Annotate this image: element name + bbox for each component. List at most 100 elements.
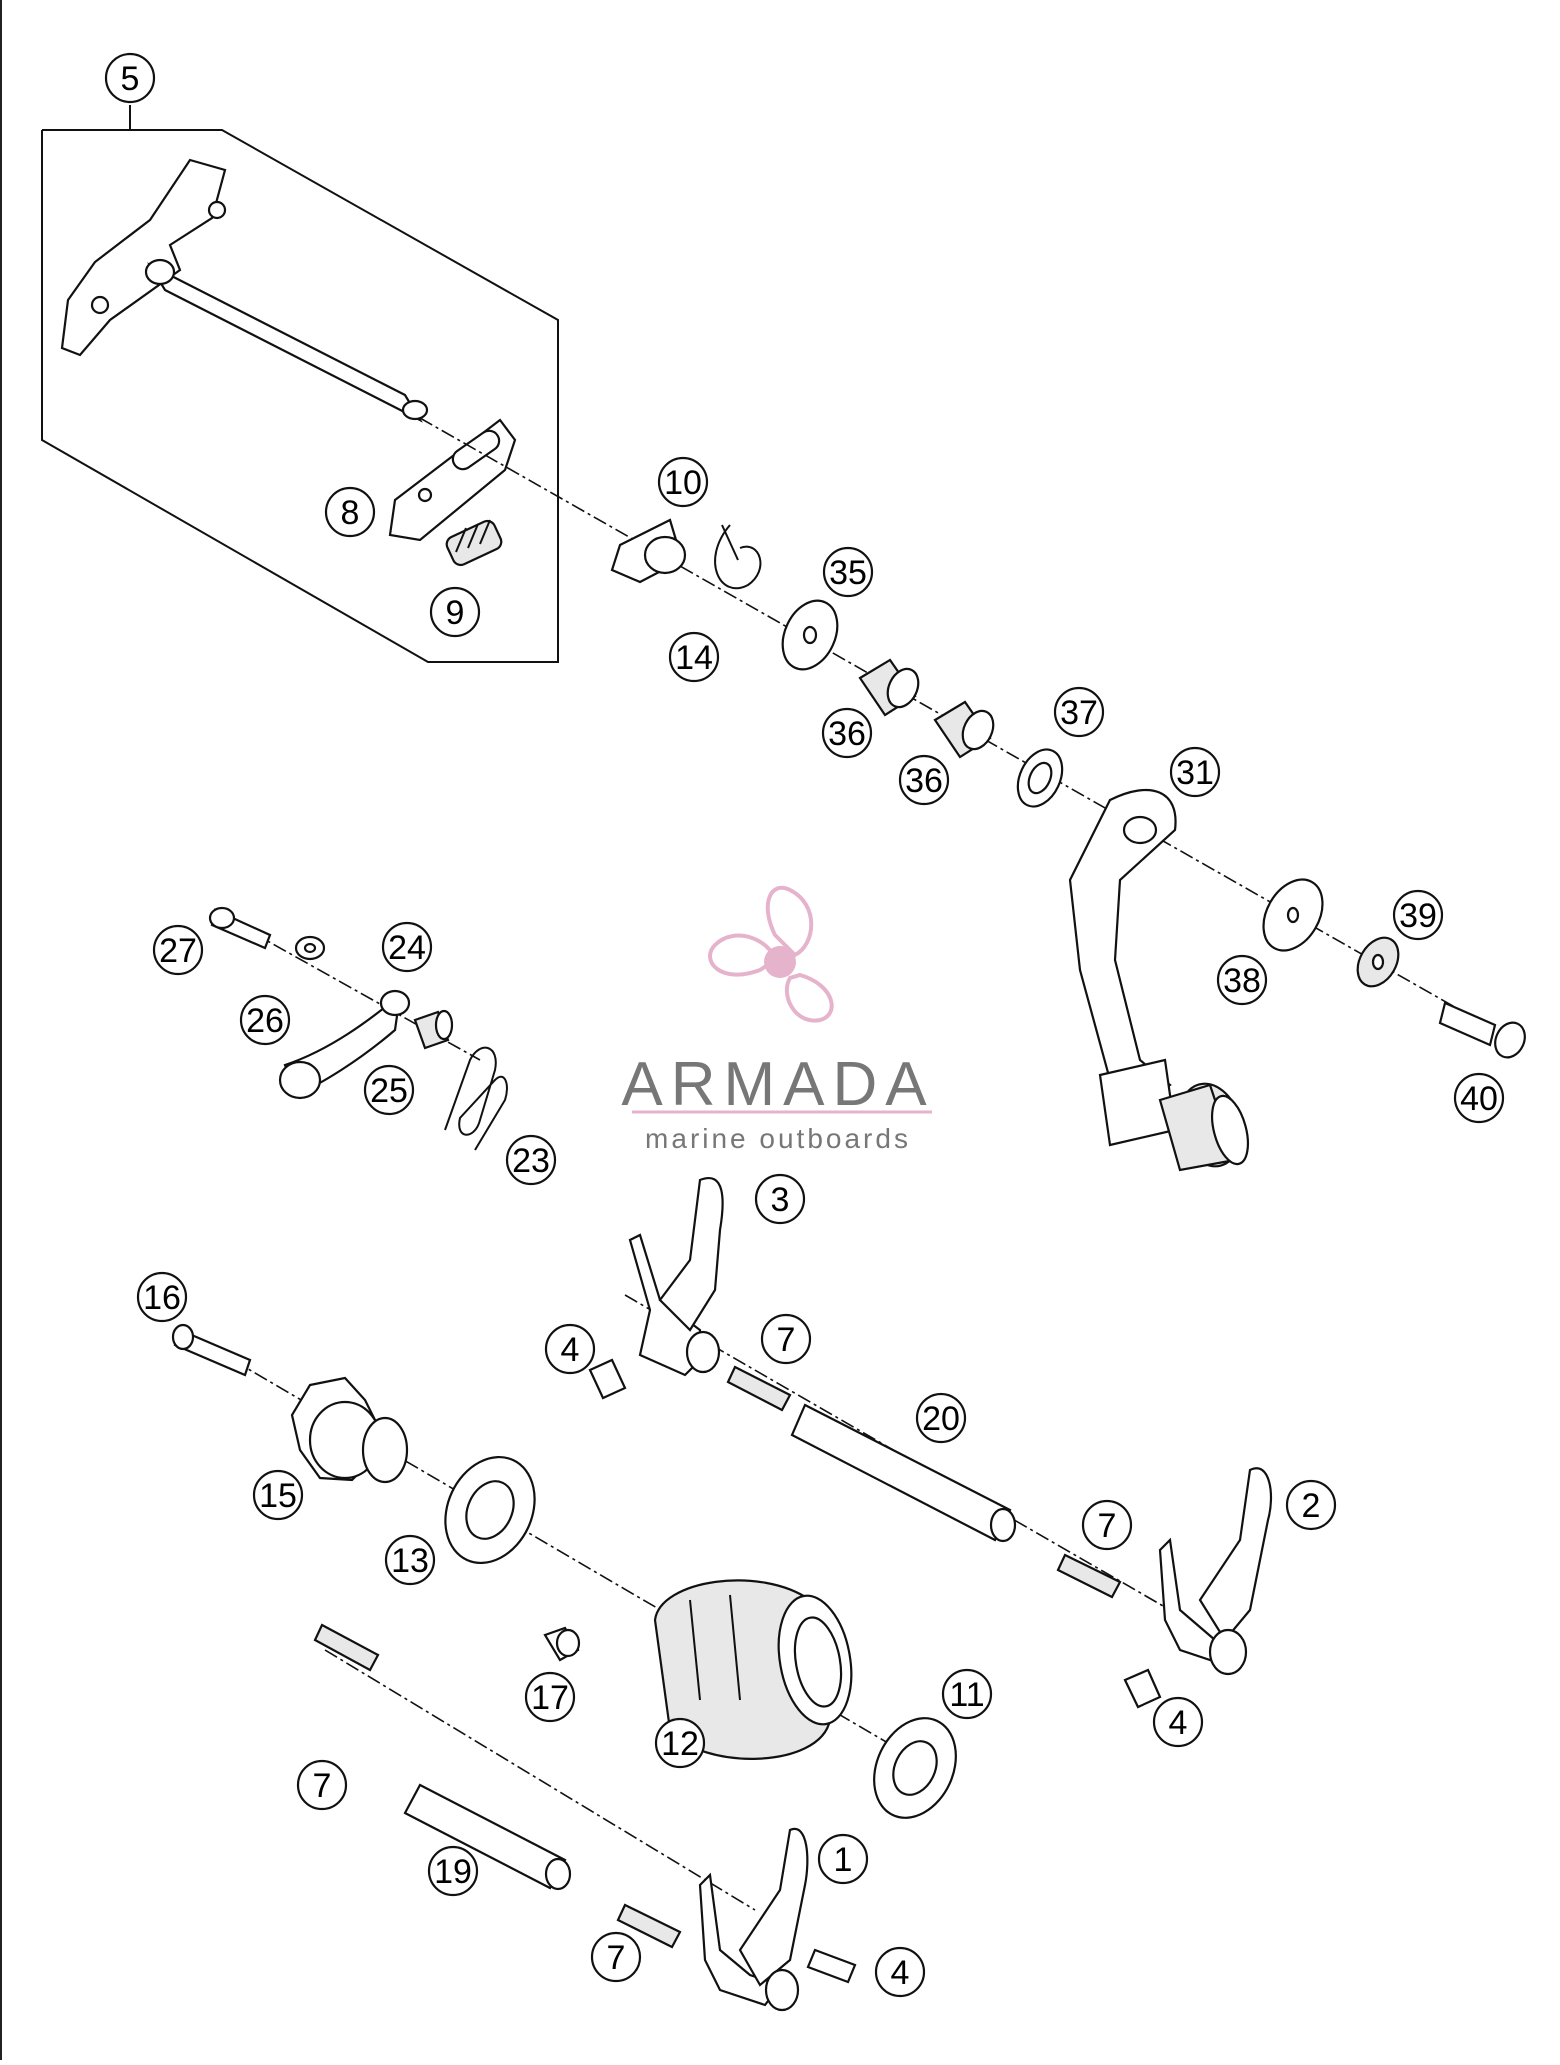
callout-35: 35 (822, 546, 874, 598)
svg-text:13: 13 (391, 1542, 429, 1580)
part-11-bearing (873, 1717, 957, 1819)
part-36-bearing-a (858, 658, 920, 717)
part-3-shift-fork (628, 1177, 724, 1377)
svg-text:7: 7 (607, 1939, 626, 1977)
callout-31: 31 (1169, 746, 1221, 798)
callout-1: 1 (817, 1833, 869, 1885)
svg-text:25: 25 (370, 1072, 408, 1110)
callout-7b: 7 (1081, 1499, 1133, 1551)
part-7-spring-d (616, 1903, 682, 1949)
part-27-bolt (208, 906, 272, 950)
callout-24: 24 (381, 921, 433, 973)
svg-text:16: 16 (143, 1279, 181, 1317)
svg-text:12: 12 (661, 1725, 699, 1763)
part-23-spring (444, 1046, 508, 1151)
part-12-shift-drum (653, 1579, 853, 1760)
brand-tagline: marine outboards (645, 1123, 911, 1154)
svg-text:26: 26 (246, 1002, 284, 1040)
part-9-spring (445, 519, 503, 567)
part-20-rod (790, 1403, 1017, 1543)
part-39-lockwasher (1356, 936, 1400, 988)
svg-text:35: 35 (829, 554, 867, 592)
callout-38: 38 (1216, 954, 1268, 1006)
part-36-bearing-b (933, 700, 995, 759)
callout-16: 16 (136, 1271, 188, 1323)
part-38-washer (1262, 878, 1324, 952)
part-24-washer (294, 935, 326, 961)
svg-text:40: 40 (1460, 1080, 1498, 1118)
svg-text:3: 3 (771, 1181, 790, 1219)
svg-text:38: 38 (1223, 962, 1261, 1000)
callout-4c: 4 (874, 1946, 926, 1998)
callout-27: 27 (152, 924, 204, 976)
callout-26: 26 (239, 994, 291, 1046)
callout-5: 5 (104, 52, 156, 104)
svg-text:27: 27 (159, 932, 197, 970)
part-17-screw (543, 1626, 581, 1662)
part-7-spring-a (726, 1365, 792, 1412)
svg-text:4: 4 (561, 1331, 580, 1369)
callout-23: 23 (505, 1134, 557, 1186)
part-7-spring-c (313, 1623, 380, 1672)
svg-text:7: 7 (1098, 1507, 1117, 1545)
callout-36b: 36 (898, 754, 950, 806)
svg-text:1: 1 (834, 1841, 853, 1879)
svg-text:20: 20 (922, 1400, 960, 1438)
callout-9: 9 (429, 586, 481, 638)
part-14-clip (714, 524, 762, 590)
svg-text:9: 9 (446, 594, 465, 632)
svg-text:15: 15 (259, 1477, 297, 1515)
callout-10: 10 (657, 456, 709, 508)
svg-text:17: 17 (531, 1679, 569, 1717)
assembly-5-frame (41, 105, 559, 663)
part-15-shift-star (290, 1376, 409, 1484)
callout-15: 15 (252, 1469, 304, 1521)
part-16-bolt (171, 1323, 252, 1377)
svg-text:11: 11 (949, 1676, 984, 1714)
svg-text:37: 37 (1060, 694, 1098, 732)
svg-text:39: 39 (1399, 897, 1437, 935)
svg-text:36: 36 (905, 762, 943, 800)
svg-text:10: 10 (664, 464, 702, 502)
callout-12: 12 (654, 1717, 706, 1769)
callout-36a: 36 (821, 707, 873, 759)
callout-14: 14 (668, 631, 720, 683)
part-2-shift-fork (1158, 1467, 1273, 1676)
callout-7a: 7 (760, 1313, 812, 1365)
svg-text:36: 36 (828, 715, 866, 753)
frame-border (0, 0, 2, 2060)
callout-13: 13 (384, 1534, 436, 1586)
callout-40: 40 (1453, 1072, 1505, 1124)
svg-text:19: 19 (434, 1853, 472, 1891)
svg-text:4: 4 (891, 1954, 910, 1992)
svg-text:24: 24 (388, 929, 426, 967)
part-37-seal (1016, 748, 1064, 808)
part-40-bolt (1438, 1001, 1526, 1059)
svg-text:4: 4 (1169, 1704, 1188, 1742)
svg-text:7: 7 (313, 1767, 332, 1805)
part-4-pin-b (1123, 1668, 1162, 1709)
callout-7c: 7 (296, 1759, 348, 1811)
callout-4b: 4 (1152, 1696, 1204, 1748)
brand-name: ARMADA (621, 1050, 934, 1119)
part-4-pin-c (806, 1948, 857, 1984)
part-26-lever (278, 989, 411, 1100)
part-13-bearing (444, 1455, 536, 1565)
svg-text:7: 7 (777, 1321, 796, 1359)
svg-text:23: 23 (512, 1142, 550, 1180)
callout-17: 17 (524, 1671, 576, 1723)
part-4-pin-a (588, 1358, 627, 1400)
callout-19: 19 (427, 1845, 479, 1897)
callout-2: 2 (1285, 1479, 1337, 1531)
armada-logo: ARMADA marine outboards (621, 885, 934, 1154)
svg-text:8: 8 (341, 494, 360, 532)
part-8-plate (388, 418, 517, 542)
part-25-roller (413, 1009, 454, 1050)
shift-shaft (60, 158, 429, 423)
callout-37: 37 (1053, 686, 1105, 738)
callout-25: 25 (363, 1064, 415, 1116)
callout-8: 8 (324, 486, 376, 538)
part-1-shift-fork (698, 1827, 809, 2012)
